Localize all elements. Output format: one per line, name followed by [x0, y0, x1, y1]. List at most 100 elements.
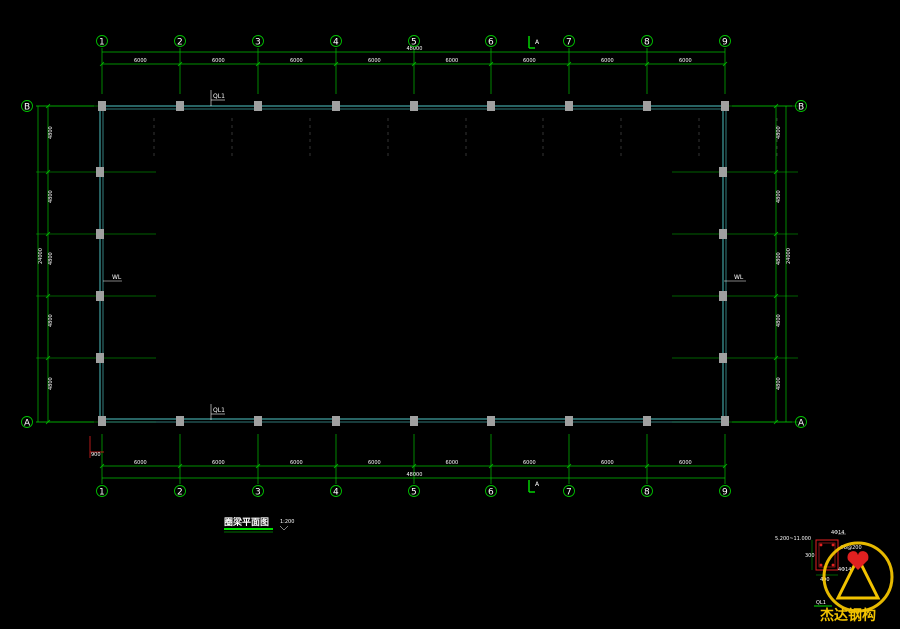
dim-tick — [177, 61, 183, 67]
side-dimension-text: 4800 — [48, 190, 54, 203]
column-B4 — [332, 101, 340, 111]
dim-tick — [45, 419, 51, 425]
axis-bubble-top-5-circle — [408, 35, 420, 47]
dim-tick — [99, 463, 105, 469]
axis-bubble-bottom-8-text: 8 — [644, 487, 650, 497]
side-dimension-text: 4800 — [48, 377, 54, 390]
column-A6 — [487, 416, 495, 426]
bay-dimension-text: 6000 — [368, 460, 381, 466]
column-A7 — [565, 416, 573, 426]
axis-bubble-top-1-circle — [96, 35, 108, 47]
axis-bubble-top-6-circle — [485, 35, 497, 47]
dim-tick — [255, 463, 261, 469]
offset-dimension: 900 — [89, 436, 104, 458]
logo-text: 杰达钢构 — [820, 607, 876, 624]
dim-tick — [45, 355, 51, 361]
axis-bubble-top-9-text: 9 — [722, 37, 728, 47]
bay-dimension-text: 6000 — [368, 58, 381, 64]
dim-tick — [644, 463, 650, 469]
beam-label-bottom: QL1 — [210, 404, 225, 420]
axis-bubble-top-3-text: 3 — [255, 37, 261, 47]
dim-tick — [45, 103, 51, 109]
wall-label-right-text: WL — [734, 274, 744, 281]
detail-rebar-top: 4Φ14 — [831, 530, 844, 536]
column-A5 — [410, 416, 418, 426]
column-side-right — [719, 291, 727, 301]
bay-dimension-text: 6000 — [523, 460, 536, 466]
side-dimension-text: 4800 — [776, 252, 782, 265]
axis-bubble-bottom-5-text: 5 — [411, 487, 417, 497]
side-dimension-text: 4800 — [48, 252, 54, 265]
section-mark-top-text: A — [535, 39, 540, 46]
columns — [96, 101, 729, 426]
axis-bubble-top-5-text: 5 — [411, 37, 417, 47]
offset-dimension-text: 900 — [91, 452, 101, 458]
dim-tick — [722, 61, 728, 67]
beam-label-bottom-text: QL1 — [213, 407, 225, 414]
axis-bubble-top-4-text: 4 — [333, 37, 339, 47]
axis-bubble-top-2-circle — [174, 35, 186, 47]
dim-tick — [45, 169, 51, 175]
axis-bubble-top-8-text: 8 — [644, 37, 650, 47]
axis-bubble-bottom-3-text: 3 — [255, 487, 261, 497]
axis-bubble-top-7-circle — [563, 35, 575, 47]
bay-dimension-text: 6000 — [290, 58, 303, 64]
bay-dimension-text: 6000 — [134, 58, 147, 64]
column-B8 — [643, 101, 651, 111]
dim-tick — [566, 61, 572, 67]
axis-bubble-bottom-6-text: 6 — [488, 487, 494, 497]
bay-dimension-text: 6000 — [601, 58, 614, 64]
axis-bubble-right-B-circle — [795, 100, 807, 112]
dim-tick — [488, 61, 494, 67]
axis-bubble-left-A-text: A — [24, 418, 31, 428]
axis-bubble-right-A-circle — [795, 416, 807, 428]
bay-dimension-text: 6000 — [523, 58, 536, 64]
axis-bubble-top-2-text: 2 — [177, 37, 183, 47]
axis-bubble-bottom-9-circle — [719, 485, 731, 497]
side-dimension-text: 4800 — [776, 377, 782, 390]
axis-bubble-bottom-7-text: 7 — [566, 487, 572, 497]
dim-tick — [255, 61, 261, 67]
axis-bubble-right-A-text: A — [798, 418, 805, 428]
column-B3 — [254, 101, 262, 111]
total-dimension-text: 48000 — [407, 472, 423, 478]
side-dimension-text: 4800 — [776, 190, 782, 203]
drawing-title: 圈梁平面图 1:200 — [224, 516, 294, 533]
detail-elevation: 5.200~11.000 — [775, 536, 811, 542]
axis-bubble-top-6-text: 6 — [488, 37, 494, 47]
dim-tick — [722, 463, 728, 469]
dim-tick — [333, 463, 339, 469]
wall-label-right: WL — [724, 274, 746, 282]
bay-dimension-text: 6000 — [212, 58, 225, 64]
axis-bubble-top-9-circle — [719, 35, 731, 47]
column-B5 — [410, 101, 418, 111]
axis-bubble-bottom-6-circle — [485, 485, 497, 497]
column-B7 — [565, 101, 573, 111]
side-total-text: 24000 — [786, 248, 792, 264]
column-side-left — [96, 167, 104, 177]
bay-dimension-text: 6000 — [446, 58, 459, 64]
axis-bubble-bottom-1-text: 1 — [99, 487, 105, 497]
dim-tick — [773, 103, 779, 109]
dim-tick — [773, 355, 779, 361]
bay-dimension-text: 6000 — [679, 460, 692, 466]
column-B9 — [721, 101, 729, 111]
column-A8 — [643, 416, 651, 426]
axis-bubble-top-1-text: 1 — [99, 37, 105, 47]
axis-lines — [36, 48, 798, 484]
column-A3 — [254, 416, 262, 426]
axis-bubble-bottom-3-circle — [252, 485, 264, 497]
dim-tick — [99, 61, 105, 67]
side-dimension-text: 4800 — [48, 314, 54, 327]
dim-tick — [45, 293, 51, 299]
axis-bubble-right-B-text: B — [798, 102, 804, 112]
axis-bubble-top-8-circle — [641, 35, 653, 47]
column-B6 — [487, 101, 495, 111]
drawing-title-scale: 1:200 — [280, 519, 294, 525]
axis-bubble-bottom-7-circle — [563, 485, 575, 497]
axis-bubble-top-4-circle — [330, 35, 342, 47]
column-side-left — [96, 291, 104, 301]
